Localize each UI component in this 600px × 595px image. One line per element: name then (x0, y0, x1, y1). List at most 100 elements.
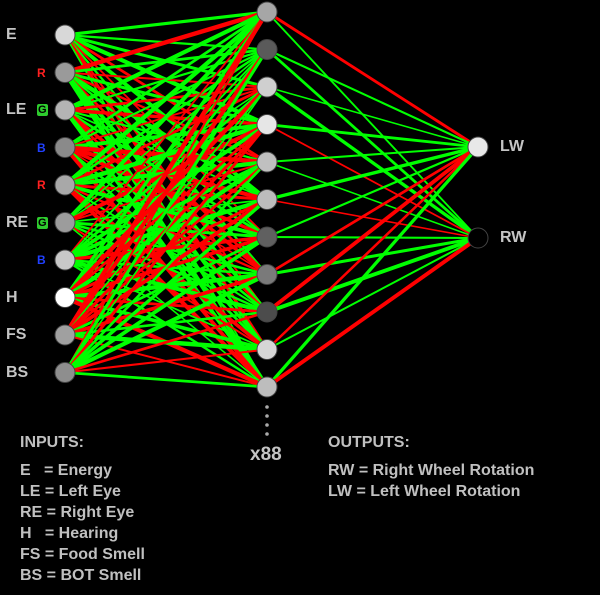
input-hidden-connection (63, 10, 269, 224)
input-hidden-connection (63, 123, 269, 374)
hidden-output-connection (266, 145, 479, 239)
input-channel-tag: B (37, 253, 46, 267)
input-channel-tag: G (37, 104, 48, 116)
input-hidden-connection (63, 198, 269, 374)
legend-line: BS = BOT Smell (20, 567, 142, 584)
hidden-node (256, 376, 278, 398)
input-hidden-connection (64, 10, 268, 112)
input-node (54, 99, 76, 121)
legend-line: E = Energy (20, 462, 113, 479)
hidden-output-connection (266, 123, 479, 149)
hidden-output-connection (266, 161, 479, 239)
input-channel-tag: R (37, 178, 46, 192)
hidden-output-connection (266, 11, 479, 239)
output-label: LW (500, 138, 524, 155)
hidden-output-connection (266, 48, 479, 240)
legend-line: RE = Right Eye (20, 504, 135, 521)
input-hidden-connection (64, 371, 268, 389)
legend-line: LE = Left Eye (20, 483, 121, 500)
hidden-output-connection (265, 145, 480, 389)
input-hidden-connection (63, 11, 269, 299)
input-hidden-connection (63, 10, 269, 337)
input-node (54, 362, 76, 383)
hidden-output-connection (266, 236, 479, 314)
input-channel-tag: R (37, 65, 46, 80)
hidden-output-connection (266, 145, 479, 276)
hidden-node (256, 226, 278, 248)
inputs-legend-title: INPUTS: (20, 434, 84, 451)
hidden-node (256, 189, 278, 210)
node-layer (54, 1, 489, 398)
hidden-output-connection (266, 145, 479, 164)
hidden-node (256, 39, 278, 60)
input-node (54, 212, 76, 233)
input-hidden-connection (64, 272, 268, 375)
legend-line: RW = Right Wheel Rotation (328, 462, 535, 479)
outputs-legend: RW = Right Wheel Rotation LW = Left Wheel… (328, 460, 534, 502)
ellipsis-dots (265, 405, 269, 436)
hidden-output-connection (266, 10, 479, 149)
input-hidden-connection (64, 11, 268, 261)
input-hidden-connection (64, 310, 268, 374)
input-label: BS (6, 363, 29, 381)
input-hidden-connection (64, 9, 268, 75)
input-hidden-connection (64, 348, 268, 374)
input-hidden-connection (64, 86, 268, 373)
hidden-output-connection (265, 236, 480, 389)
input-channel-tag: G (37, 216, 48, 229)
hidden-node (256, 339, 278, 360)
outputs-legend-title: OUTPUTS: (328, 434, 410, 451)
input-label: E (6, 26, 17, 43)
input-label: RE (6, 213, 29, 231)
connection-layer (63, 9, 480, 389)
ellipsis-dot (265, 414, 269, 418)
input-node (54, 287, 76, 308)
hidden-output-connection (266, 48, 479, 148)
hidden-output-connection (266, 146, 479, 351)
hidden-node (256, 264, 278, 285)
hidden-count-label: x88 (250, 444, 282, 465)
hidden-output-connection (266, 85, 479, 240)
hidden-output-connection (266, 86, 479, 148)
inputs-legend: E = Energy LE = Left Eye RE = Right Eye H =… (20, 460, 145, 586)
input-label: FS (6, 326, 27, 343)
input-node (54, 174, 76, 196)
input-hidden-connection (64, 10, 268, 149)
hidden-output-connection (266, 123, 479, 239)
input-node (54, 24, 76, 46)
hidden-output-connection (266, 236, 479, 277)
hidden-output-connection (265, 145, 480, 314)
hidden-node (256, 1, 278, 23)
hidden-node (256, 301, 278, 323)
hidden-node (256, 151, 278, 173)
input-hidden-connection (64, 11, 268, 373)
input-hidden-connection (63, 10, 269, 187)
legend-line: FS = Food Smell (20, 546, 145, 563)
input-hidden-connection (63, 235, 269, 375)
input-node (54, 249, 76, 271)
hidden-output-connection (266, 145, 479, 202)
ellipsis-dot (265, 423, 269, 427)
input-node (54, 324, 76, 346)
input-label: H (6, 288, 18, 306)
output-node (467, 136, 489, 158)
legend-line: H = Hearing (20, 525, 119, 542)
hidden-output-connection (266, 198, 479, 239)
output-node (467, 227, 489, 249)
input-hidden-connection (64, 10, 268, 37)
ellipsis-dot (265, 432, 269, 436)
output-label: RW (500, 229, 527, 246)
hidden-output-connection (266, 237, 479, 351)
input-hidden-connection (63, 48, 269, 374)
hidden-output-connection (266, 235, 479, 240)
legend-line: LW = Left Wheel Rotation (328, 483, 521, 500)
input-hidden-connection (64, 161, 268, 374)
ellipsis-dot (265, 405, 269, 409)
input-channel-tag: B (37, 140, 46, 155)
input-node (54, 137, 76, 158)
input-node (54, 62, 76, 83)
input-label: LE (6, 101, 27, 118)
hidden-node (256, 114, 278, 135)
hidden-node (256, 76, 278, 98)
